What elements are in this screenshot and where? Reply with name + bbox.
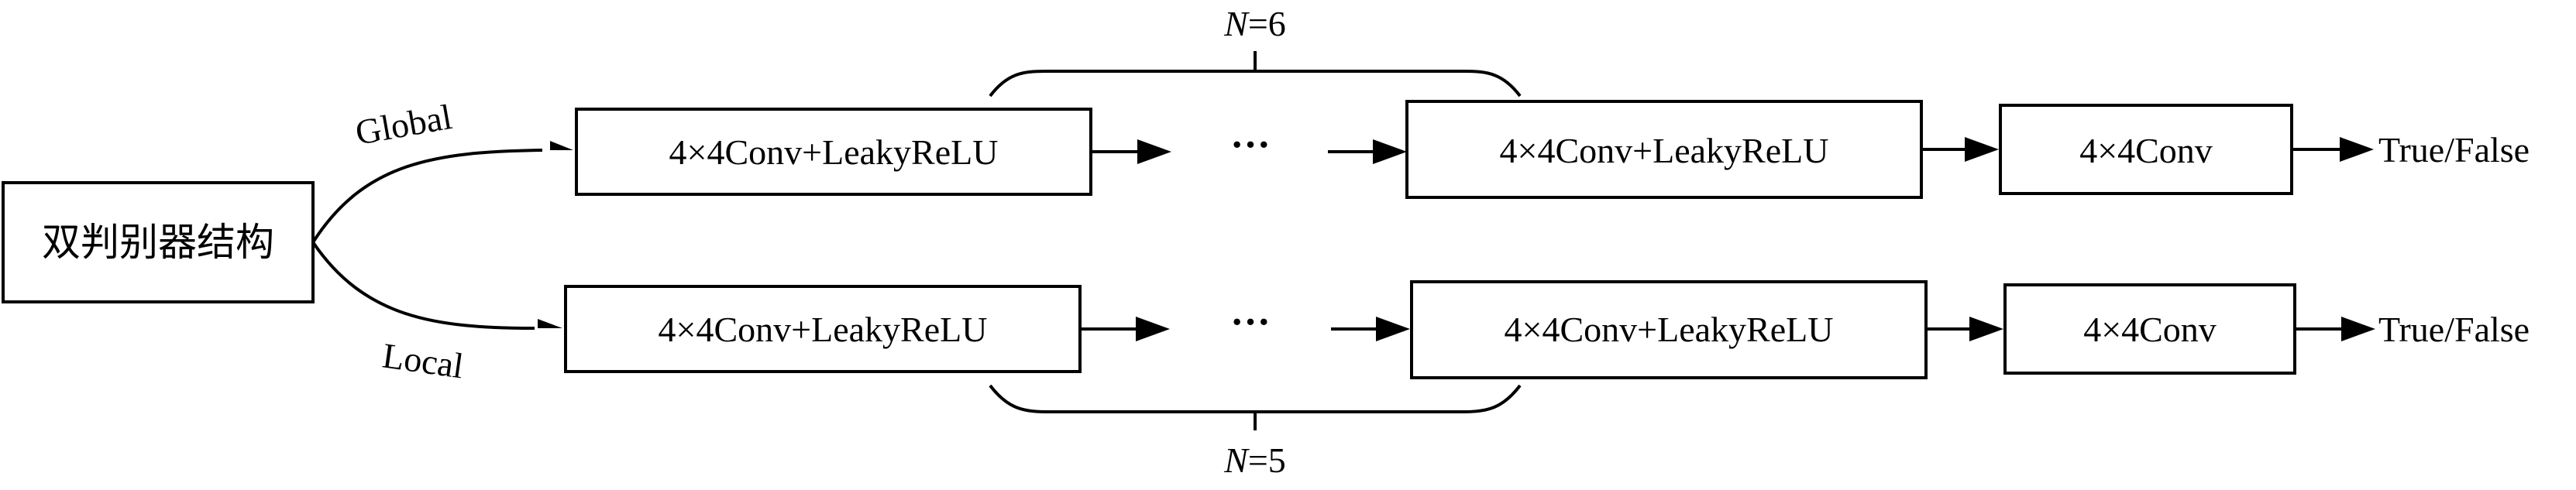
global-branch-arrowhead [550, 141, 573, 159]
local-block-first-label: 4×4Conv+LeakyReLU [659, 310, 988, 349]
local-branch-curve [311, 241, 535, 330]
root-label: 双判别器结构 [42, 220, 274, 265]
global-repeat-eq: =6 [1248, 4, 1286, 43]
global-block-last-label: 4×4Conv+LeakyReLU [1500, 131, 1829, 170]
local-arrow-4 [2341, 317, 2375, 341]
local-arrow-1 [1136, 317, 1170, 341]
local-repeat-var: N [1223, 440, 1250, 480]
global-branch-label: Global [353, 97, 455, 152]
global-output-label: True/False [2378, 130, 2530, 170]
local-block-final: 4×4Conv [2003, 283, 2296, 375]
global-arrow-2 [1373, 139, 1407, 164]
local-repeat-bracket [989, 384, 1522, 430]
global-repeat-var: N [1223, 4, 1250, 43]
local-block-last: 4×4Conv+LeakyReLU [1410, 280, 1928, 379]
local-arrow-3 [1969, 317, 2003, 341]
local-repeat-count: N=5 [1223, 440, 1286, 480]
global-block-final-label: 4×4Conv [2079, 131, 2213, 170]
global-block-first-label: 4×4Conv+LeakyReLU [669, 132, 999, 172]
local-arrow-2 [1376, 317, 1410, 341]
global-repeat-bracket [989, 51, 1522, 98]
local-ellipsis: ··· [1230, 300, 1271, 344]
local-branch-arrowhead [538, 319, 562, 338]
local-branch-label: Local [380, 335, 466, 385]
global-ellipsis: ··· [1230, 123, 1271, 167]
global-block-first: 4×4Conv+LeakyReLU [575, 108, 1092, 196]
root-node: 双判别器结构 [2, 181, 315, 303]
global-arrow-3 [1965, 137, 1999, 162]
local-output-label: True/False [2378, 310, 2530, 349]
global-repeat-count: N=6 [1223, 4, 1286, 43]
global-block-last: 4×4Conv+LeakyReLU [1405, 100, 1923, 199]
global-arrow-4 [2340, 137, 2374, 162]
local-repeat-eq: =5 [1248, 440, 1286, 480]
local-block-first: 4×4Conv+LeakyReLU [564, 285, 1082, 373]
global-block-final: 4×4Conv [1999, 104, 2293, 195]
global-branch-curve [311, 149, 543, 244]
global-arrow-1 [1137, 139, 1171, 164]
local-block-final-label: 4×4Conv [2083, 310, 2217, 349]
local-block-last-label: 4×4Conv+LeakyReLU [1505, 310, 1834, 349]
